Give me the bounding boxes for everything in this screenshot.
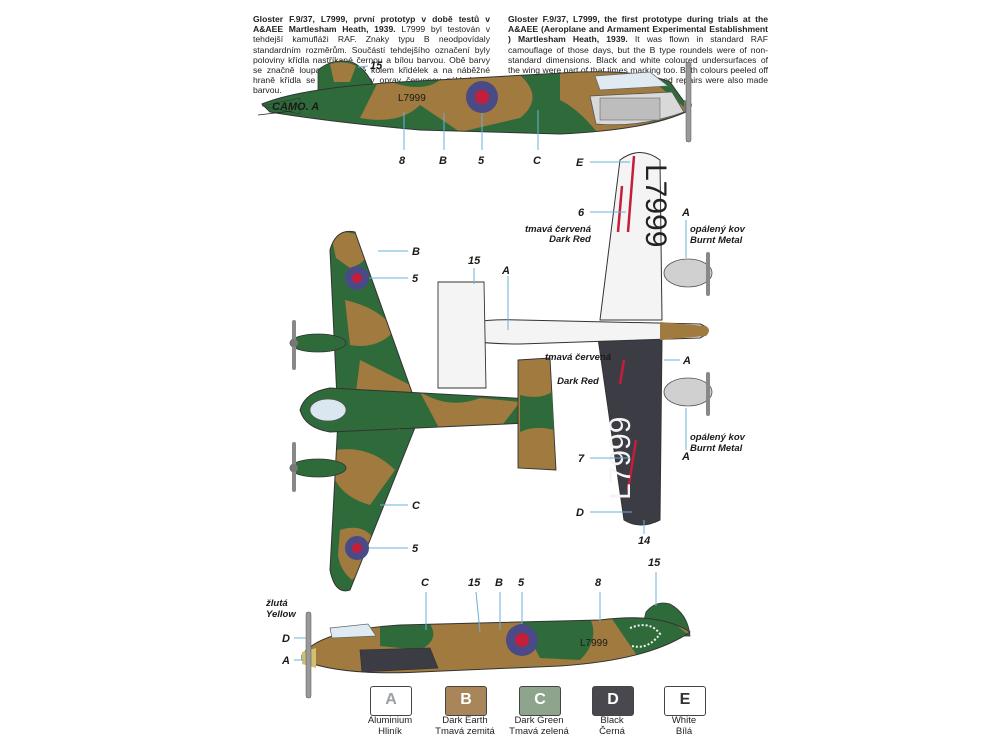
- callout-A1-under: A: [681, 207, 690, 219]
- swatch-name-cz: Tmavá zelená: [509, 726, 569, 737]
- swatch-name-cz: Hliník: [378, 726, 402, 737]
- swatch-name-cz: Černá: [599, 726, 625, 737]
- note-yellow-en: Yellow: [266, 609, 296, 620]
- underside-view: L7999 L7999 E 6 15 A A A A: [437, 152, 746, 547]
- callout-6-under: 6: [578, 207, 585, 219]
- description-cz-title: Gloster F.9/37, L7999, první prototyp v …: [253, 14, 490, 35]
- swatch-name-en: Aluminium: [367, 715, 413, 726]
- camo-label: CAMO. A: [272, 101, 319, 113]
- swatch-name-en: White: [671, 715, 697, 726]
- swatch-d: D: [592, 686, 634, 716]
- note-metal-en: Burnt Metal: [690, 235, 743, 246]
- serial-bottom-side: L7999: [580, 638, 608, 649]
- callout-B-top: B: [439, 155, 447, 167]
- callout-D-bottom: D: [282, 633, 290, 645]
- callout-14-under: 14: [638, 535, 650, 547]
- callout-A-bottom: A: [281, 655, 290, 667]
- swatch-name-cz: Tmavá zemitá: [435, 726, 495, 737]
- description-cz: Gloster F.9/37, L7999, první prototyp v …: [253, 14, 490, 96]
- swatch-name-en: Black: [600, 715, 624, 726]
- callout-15-bottom: 15: [468, 577, 481, 589]
- callout-E-under: E: [576, 157, 584, 169]
- callout-C-bottom: C: [421, 577, 430, 589]
- serial-top-side: L7999: [398, 93, 426, 104]
- callout-A3-under: A: [681, 451, 690, 463]
- side-view-top: L7999 CAMO. A 15 8 B 5 C: [257, 60, 692, 167]
- swatch-letter: A: [385, 691, 397, 708]
- note-metal-en2: Burnt Metal: [690, 443, 743, 454]
- swatch-e: E: [664, 686, 706, 716]
- swatch-letter: D: [607, 691, 619, 708]
- callout-B-bottom: B: [495, 577, 503, 589]
- serial-underwing-white: L7999: [639, 164, 672, 247]
- callout-A-tail: A: [501, 265, 510, 277]
- swatch-b: B: [445, 686, 487, 716]
- callout-C-top: C: [533, 155, 542, 167]
- side-view-bottom: L7999 C 15 B 5 8 15 D A: [265, 557, 691, 699]
- callout-7-under: 7: [578, 453, 585, 465]
- swatch-letter: C: [534, 691, 546, 708]
- callout-15-tail: 15: [468, 255, 481, 267]
- note-dark-red-en2: Dark Red: [557, 376, 599, 387]
- swatch-name-cz: Bílá: [675, 726, 693, 737]
- callout-D-under: D: [576, 507, 584, 519]
- callout-B-plan: B: [412, 246, 420, 258]
- note-yellow-cz: žlutá: [265, 598, 288, 609]
- callout-15-top: 15: [370, 60, 383, 72]
- note-dark-red-cz2: tmavá červená: [545, 352, 611, 363]
- swatch-letter: E: [679, 691, 691, 708]
- swatch-name-en: Dark Earth: [442, 715, 488, 726]
- callout-8-bottom: 8: [595, 577, 602, 589]
- callout-5b-plan: 5: [412, 543, 419, 555]
- plan-view: B 5 C 5: [289, 230, 557, 592]
- callout-15b-bottom: 15: [648, 557, 661, 569]
- swatch-letter: B: [460, 691, 472, 708]
- note-dark-red-en: Dark Red: [549, 234, 591, 245]
- callout-C-plan: C: [412, 500, 421, 512]
- callout-5a-plan: 5: [412, 273, 419, 285]
- description-cz-body: L7999 byl testován v tehdejší kamufláži …: [253, 24, 491, 96]
- callout-A2-under: A: [682, 355, 691, 367]
- callout-8-top: 8: [399, 155, 406, 167]
- note-metal-cz2: opálený kov: [690, 432, 746, 443]
- swatch-c: C: [519, 686, 561, 716]
- swatch-name-en: Dark Green: [514, 715, 564, 726]
- callout-5-bottom: 5: [518, 577, 525, 589]
- swatch-a: A: [370, 686, 412, 716]
- note-dark-red-cz: tmavá červená: [525, 224, 591, 235]
- description-en-title: Gloster F.9/37, L7999, the first prototy…: [508, 14, 768, 45]
- callout-5-top: 5: [478, 155, 485, 167]
- note-metal-cz: opálený kov: [690, 224, 746, 235]
